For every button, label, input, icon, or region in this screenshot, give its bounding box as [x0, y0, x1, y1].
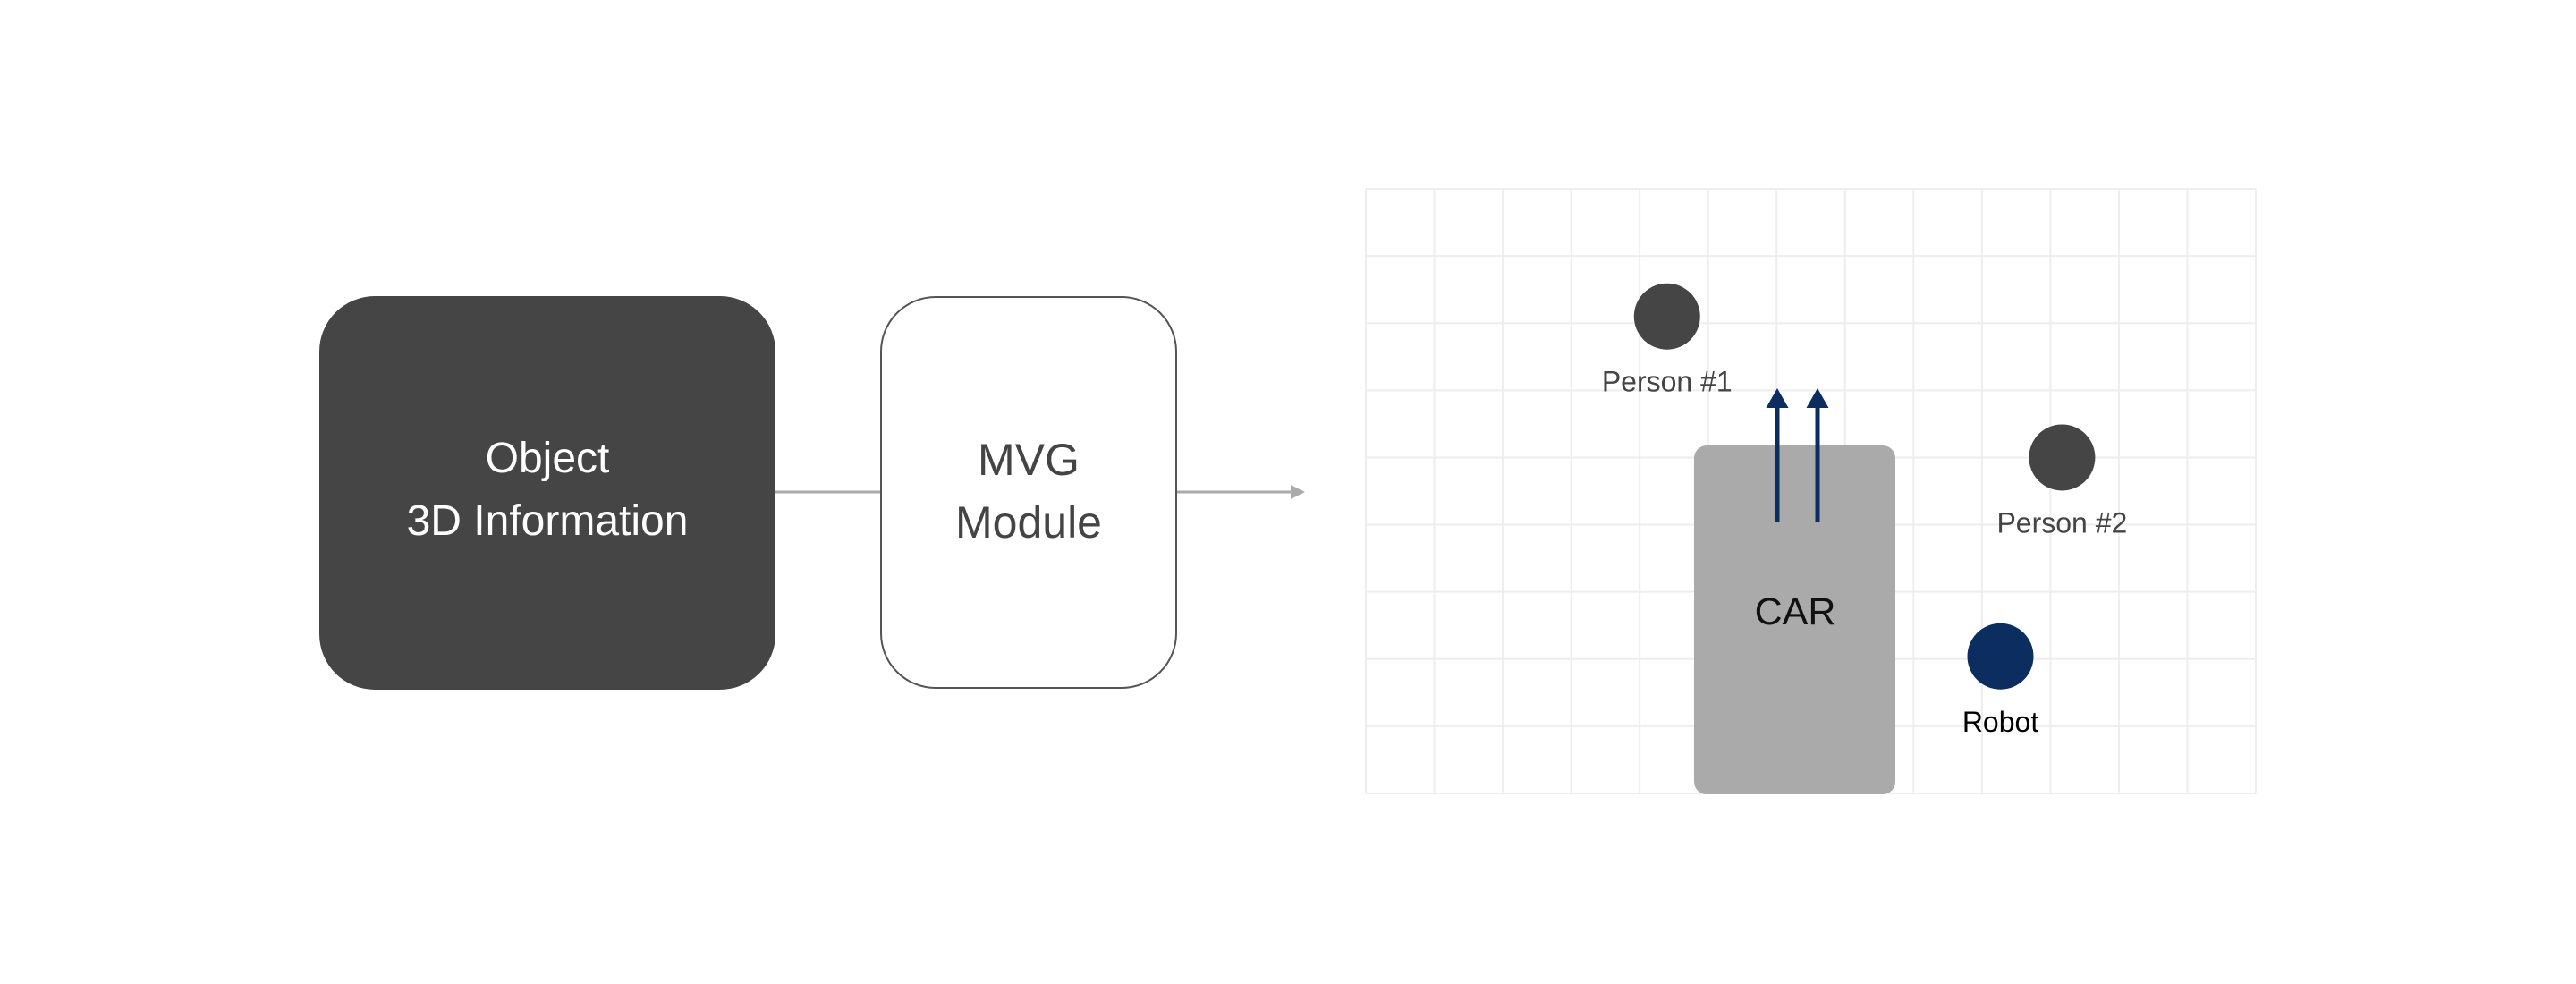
robot-marker-icon: [1967, 623, 2034, 690]
module-block-line-1: MVG: [978, 434, 1080, 485]
arrow-up-icon: [1766, 388, 1789, 408]
car-label: CAR: [1755, 590, 1836, 633]
scene-objects: Person #1 Person #2 Robot: [1602, 283, 2127, 738]
object-3d-information-block: Object 3D Information: [319, 296, 775, 690]
module-block-line-2: Module: [955, 496, 1102, 547]
person2-marker-icon: [2029, 424, 2096, 491]
car-body: [1694, 445, 1895, 794]
input-block-line-1: Object: [485, 435, 610, 482]
car: CAR: [1694, 445, 1895, 794]
car-arrow-shaft: [1815, 405, 1820, 522]
arrowhead-right-icon: [1291, 485, 1305, 499]
scene-grid: [1365, 188, 2257, 794]
robot-label: Robot: [1962, 706, 2039, 738]
mvg-module-block: MVG Module: [880, 296, 1177, 689]
person2-label: Person #2: [1996, 506, 2127, 539]
arrow-up-icon: [1806, 388, 1829, 408]
car-arrow-shaft: [1775, 405, 1780, 522]
person1-label: Person #1: [1602, 366, 1733, 398]
input-block-line-2: 3D Information: [406, 497, 689, 545]
person1-marker-icon: [1633, 283, 1700, 350]
car-motion-arrows: [1766, 388, 1829, 522]
